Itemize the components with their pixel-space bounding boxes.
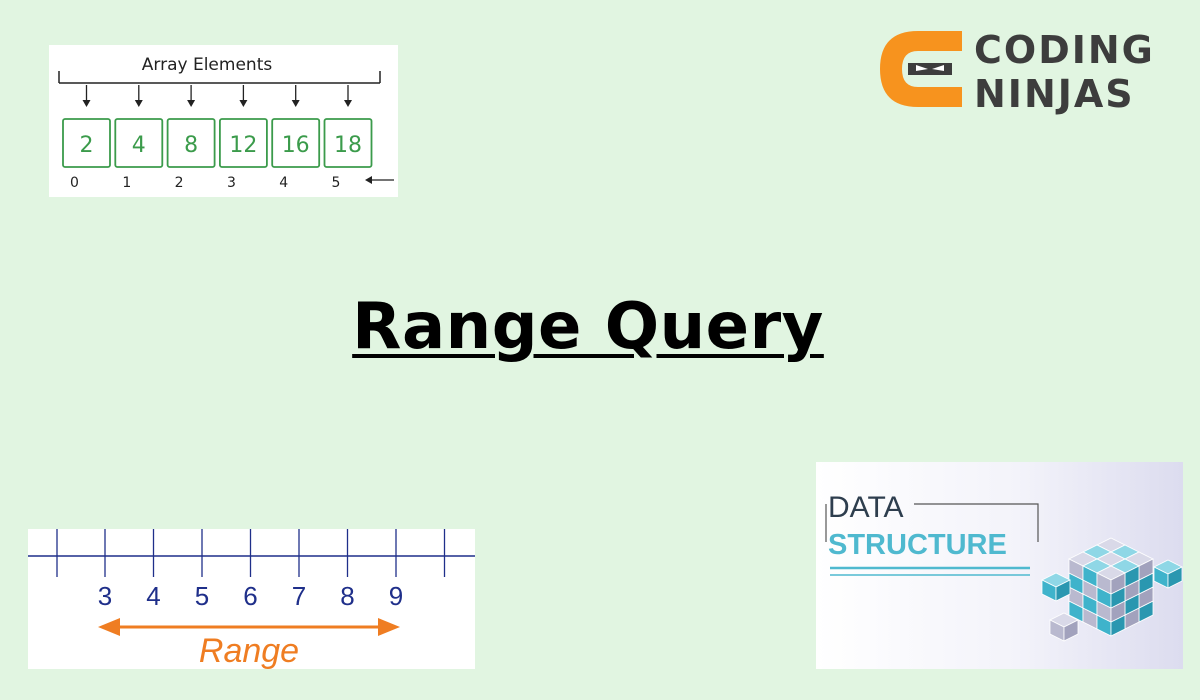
logo-c-mark [880,31,962,107]
array-value: 4 [132,133,146,158]
array-value: 12 [229,133,257,158]
array-index: 1 [122,175,131,191]
number-line-label: 8 [340,581,354,611]
ds-frame-right [914,503,1039,542]
array-index: 3 [227,175,236,191]
range-arrow-right-head [378,618,400,636]
array-cell [218,118,268,168]
number-line-label: 3 [98,581,112,611]
array-pointer-arrow-head [291,100,300,107]
array-value: 8 [184,133,198,158]
array-value: 18 [334,133,362,158]
range-label: Range [199,632,299,669]
number-line-label: 6 [243,581,257,611]
number-line-label: 5 [195,581,209,611]
coding-ninjas-logo: CODING NINJAS [878,25,1178,115]
cube-right [1055,579,1071,602]
array-pointer-arrow-head [344,100,352,107]
array-index: 0 [70,175,79,191]
array-value: 16 [282,133,310,158]
ninja-left-eye [916,65,928,71]
index-arrow-head [365,176,372,184]
array-cell [114,118,164,168]
cube-right [1110,572,1126,595]
ninja-right-eye [932,65,944,71]
number-line-label: 9 [389,581,403,611]
data-structure-card: DATA STRUCTURE [816,462,1183,669]
number-line-label: 4 [146,581,160,611]
number-line-label: 7 [292,581,306,611]
array-value: 2 [80,133,94,158]
array-cell [62,118,111,168]
brand-line1: CODING [974,28,1155,72]
array-pointer-arrow-head [134,100,143,107]
ds-line2: STRUCTURE [828,529,1007,561]
page-title: Range Query [352,290,824,364]
array-header: Array Elements [142,55,273,75]
array-pointer-arrow-head [82,100,91,107]
brand-line2: NINJAS [974,72,1135,115]
cube-cluster-illustration [1041,537,1183,642]
array-pointer-arrow-head [239,100,248,107]
array-cell [323,118,373,168]
ds-line1: DATA [828,491,904,524]
array-index: 2 [175,175,184,191]
array-pointer-arrow-head [187,100,196,107]
array-cell [271,118,321,168]
range-arrow-left-head [98,618,120,636]
cube-right [1063,619,1079,642]
cube-right [1167,566,1183,589]
array-index: 4 [279,175,288,191]
array-index: 5 [332,175,341,191]
ninja-mask-icon [908,63,952,75]
range-number-line-diagram: 3 4 5 6 7 8 9 Range [28,529,475,669]
array-cell [166,118,216,168]
